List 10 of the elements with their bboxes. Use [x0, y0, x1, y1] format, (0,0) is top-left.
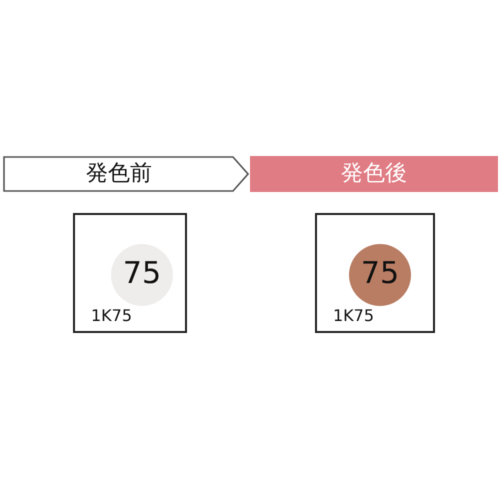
stage-band [250, 156, 498, 192]
stage-label: 発色後 [340, 160, 408, 188]
stage-label: 発色前 [85, 160, 153, 188]
temperature-value: 75 [122, 256, 162, 292]
temperature-value: 75 [360, 256, 400, 292]
indicator-label-box [315, 213, 435, 333]
chevron-band [3, 156, 249, 192]
model-code: 1K75 [91, 307, 132, 325]
indicator-label-box [73, 213, 187, 333]
model-code: 1K75 [333, 307, 374, 325]
